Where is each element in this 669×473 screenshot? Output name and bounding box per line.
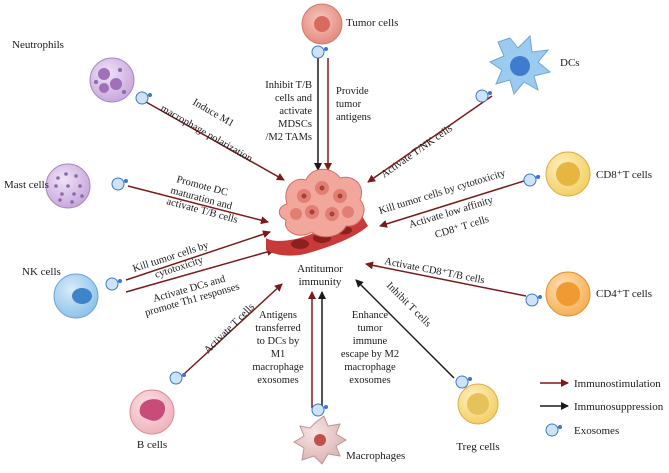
tumor-cells-label: Tumor cells: [346, 17, 398, 29]
exosome-icon: [311, 45, 328, 59]
b-cell-icon: [129, 389, 175, 435]
annotation-line: escape by M2: [341, 349, 399, 360]
macrophage-right-annotation: Enhance tumor immune escape by M2 macrop…: [341, 310, 399, 386]
mast-cell-icon: [45, 163, 91, 209]
exosome-icon: [523, 173, 540, 187]
arrow-cd8: [379, 175, 541, 228]
bcells-annotation: Activate T cells: [202, 302, 257, 357]
tumor-right-annotation: Provide tumor antigens: [336, 86, 371, 123]
annotation-line: tumor: [336, 99, 362, 110]
annotation-line: to DCs by: [257, 336, 300, 347]
arrow-nk-1: [125, 230, 271, 281]
cd8-t-cell-icon: [545, 151, 591, 197]
annotation-line: macrophage: [252, 362, 304, 373]
annotation-line: exosomes: [257, 375, 298, 386]
macrophage-left-annotation: Antigens transferred to DCs by M1 macrop…: [252, 310, 304, 386]
cd4-t-cell-icon: [545, 271, 591, 317]
annotation-line: MDSCs: [278, 119, 312, 130]
macrophages-label: Macrophages: [346, 450, 405, 462]
legend-stimulation-label: Immunostimulation: [574, 378, 661, 390]
exosome-icon: [105, 277, 122, 291]
annotation-line: Enhance: [352, 310, 388, 321]
annotation-line: cells and: [275, 93, 313, 104]
annotation-line: immune: [353, 336, 388, 347]
center-label-line1: Antitumor: [297, 263, 343, 275]
macrophage-icon: [293, 415, 347, 465]
annotation-line: M1: [271, 349, 286, 360]
dcs-annotation: Activate T/NK cells: [379, 123, 454, 180]
b-cells-label: B cells: [137, 439, 167, 451]
arrow-nk-2: [125, 248, 275, 293]
exosome-icon: [111, 177, 128, 191]
annotation-line: Antigens: [259, 310, 297, 321]
arrow-cd4: [365, 261, 527, 297]
nk-cells-label: NK cells: [22, 266, 61, 278]
legend-exosomes-label: Exosomes: [574, 425, 619, 437]
annotation-line: activate: [279, 106, 312, 117]
center-label-line2: immunity: [299, 276, 342, 288]
annotation-line: Provide: [336, 86, 369, 97]
exosome-icon: [525, 293, 542, 307]
arrow-dcs: [367, 95, 493, 183]
tumor-left-annotation: Inhibit T/B cells and activate MDSCs /M2…: [265, 80, 313, 143]
arrow-treg: [355, 279, 455, 379]
exosome-icon: [311, 403, 328, 417]
cd8-t-cells-label: CD8⁺T cells: [596, 169, 652, 181]
mast-cells-label: Mast cells: [4, 179, 49, 191]
treg-annotation: Inhibit T cells: [384, 280, 433, 329]
tumor-mass-icon: [266, 168, 368, 256]
dendritic-cell-icon: [488, 34, 552, 96]
annotation-line: tumor: [357, 323, 383, 334]
neutrophils-label: Neutrophils: [12, 39, 64, 51]
exosome-icon: [475, 89, 492, 103]
legend-exosome-icon: [545, 423, 562, 437]
annotation-line: /M2 TAMs: [265, 132, 312, 143]
dcs-label: DCs: [560, 57, 580, 69]
neutrophil-icon: [89, 57, 135, 103]
arrow-bcells: [183, 283, 283, 375]
treg-cell-icon: [457, 383, 499, 425]
arrow-neutrophils: [145, 101, 285, 181]
legend: Immunostimulation Immunosuppression Exos…: [540, 378, 664, 437]
annotation-line: transferred: [255, 323, 301, 334]
cd4-t-cells-label: CD4⁺T cells: [596, 288, 652, 300]
treg-cells-label: Treg cells: [456, 441, 499, 453]
exosome-icon: [135, 91, 152, 105]
exosome-icon: [169, 371, 186, 385]
arrow-mast: [127, 185, 269, 225]
legend-suppression-label: Immunosuppression: [574, 401, 664, 413]
tumor-cell-icon: [301, 3, 343, 45]
annotation-line: antigens: [336, 112, 371, 123]
annotation-line: Inhibit T/B: [265, 80, 312, 91]
annotation-line: macrophage: [344, 362, 396, 373]
annotation-line: exosomes: [349, 375, 390, 386]
nk-cell-icon: [53, 273, 99, 319]
exosome-icon: [455, 375, 472, 389]
